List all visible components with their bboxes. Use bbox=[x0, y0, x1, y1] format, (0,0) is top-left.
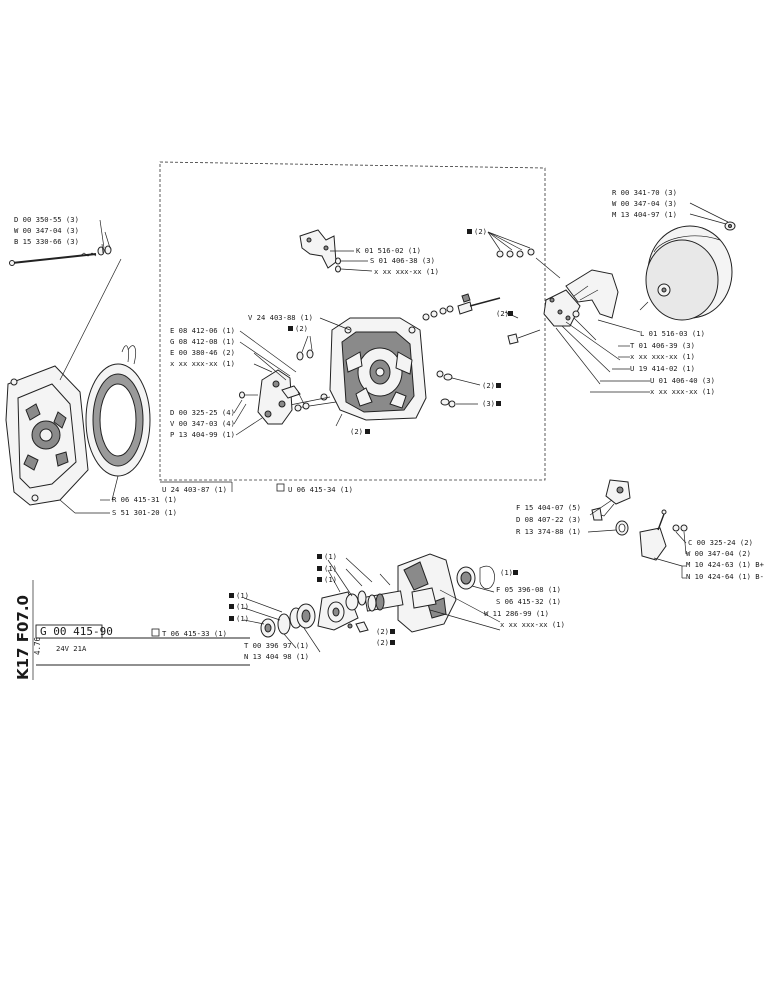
label-w00347-04-2: W 00 347-04 (2) bbox=[686, 549, 751, 558]
label-sq2-top: (2) bbox=[474, 227, 487, 236]
rotor bbox=[345, 553, 501, 633]
end-shield-left bbox=[5, 365, 89, 514]
label-xx-k: x xx xxx-xx (1) bbox=[374, 267, 439, 276]
label-sq2-mid: (2) bbox=[496, 309, 509, 318]
label-d00350: D 00 350-55 (3) bbox=[14, 215, 79, 224]
label-u19414: U 19 414-02 (1) bbox=[630, 364, 695, 373]
stator bbox=[59, 258, 151, 501]
label-f15404: F 15 404-07 (5) bbox=[516, 503, 581, 512]
label-v24403: V 24 403-88 (1) bbox=[248, 313, 313, 322]
label-sq3-right: (3) bbox=[482, 399, 495, 408]
terminal-plug bbox=[589, 479, 631, 536]
label-v00347: V 00 347-03 (4) bbox=[170, 419, 235, 428]
label-e08412: E 08 412-06 (1) bbox=[170, 326, 235, 335]
label-t00396: T 00 396 97 (1) bbox=[244, 641, 309, 650]
label-sq2-br2: (2) bbox=[376, 638, 389, 647]
label-sq2-right: (2) bbox=[482, 381, 495, 390]
label-d00325-4: D 00 325-25 (4) bbox=[170, 408, 235, 417]
label-xx-e: x xx xxx-xx (1) bbox=[170, 359, 235, 368]
label-xx-w: x xx xxx-xx (1) bbox=[500, 620, 565, 629]
square-marker-icon bbox=[365, 429, 370, 434]
label-sq2-br1: (2) bbox=[376, 627, 389, 636]
label-br3: (1) bbox=[236, 614, 249, 623]
title-block: K17 F07.0 G 00 415-90 T 06 415-33 (1) 4.… bbox=[14, 580, 250, 680]
group-ref: T 06 415-33 (1) bbox=[162, 629, 227, 638]
label-m10424: M 10 424-63 (1) B+ bbox=[686, 560, 765, 569]
label-b15330: B 15 330-66 (3) bbox=[14, 237, 79, 246]
label-w11286: W 11 286-99 (1) bbox=[484, 609, 549, 618]
square-marker-icon bbox=[288, 326, 293, 331]
label-r13374: R 13 374-88 (1) bbox=[516, 527, 581, 536]
label-k01516: K 01 516-02 (1) bbox=[356, 246, 421, 255]
small-washers-set bbox=[487, 231, 561, 279]
rectifier-plate bbox=[239, 369, 310, 425]
square-marker-icon bbox=[229, 616, 234, 621]
label-sq2-v: (2) bbox=[295, 324, 308, 333]
label-br2: (1) bbox=[236, 602, 249, 611]
square-marker-icon bbox=[317, 554, 322, 559]
label-p13404: P 13 404-99 (1) bbox=[170, 430, 235, 439]
square-marker-icon bbox=[317, 566, 322, 571]
regulator-screws bbox=[422, 293, 541, 345]
group-ref-box-icon bbox=[151, 628, 160, 637]
label-u01406: U 01 406-40 (3) bbox=[650, 376, 715, 385]
label-n10424: N 10 424-64 (1) B- bbox=[686, 572, 764, 581]
square-marker-icon bbox=[229, 604, 234, 609]
drive-bearing-stack bbox=[243, 559, 369, 653]
label-rot-ring: (1) bbox=[500, 568, 513, 577]
sheet-code-vertical: K17 F07.0 bbox=[14, 595, 32, 680]
frame-ref-box-icon bbox=[276, 483, 285, 492]
label-s06415: S 06 415-32 (1) bbox=[496, 597, 561, 606]
slip-ring-bearing bbox=[456, 565, 495, 593]
label-g08412: G 08 412-08 (1) bbox=[170, 337, 235, 346]
square-marker-icon bbox=[496, 383, 501, 388]
label-t01406: T 01 406-39 (3) bbox=[630, 341, 695, 350]
label-rot1: (1) bbox=[324, 552, 337, 561]
label-rot2: (1) bbox=[324, 564, 337, 573]
frame-ref-1: U 24 403-87 (1) bbox=[162, 485, 227, 494]
square-marker-icon bbox=[390, 629, 395, 634]
frame-ref-2: U 06 415-34 (1) bbox=[288, 485, 353, 494]
sheet-version: 4.76 bbox=[33, 636, 42, 655]
label-l01516: L 01 516-03 (1) bbox=[640, 329, 705, 338]
regulator-assembly bbox=[543, 269, 641, 385]
rear-cover bbox=[639, 202, 736, 321]
label-f05396: F 05 396-08 (1) bbox=[496, 585, 561, 594]
label-s51301: S 51 301-20 (1) bbox=[112, 508, 177, 517]
through-bolt bbox=[9, 219, 112, 266]
label-e00380: E 00 380-46 (2) bbox=[170, 348, 235, 357]
label-xx-t: x xx xxx-xx (1) bbox=[630, 352, 695, 361]
label-n13404: N 13 404 98 (1) bbox=[244, 652, 309, 661]
sheet-description: 24V 21A bbox=[56, 644, 87, 653]
square-marker-icon bbox=[508, 311, 513, 316]
square-marker-icon bbox=[229, 593, 234, 598]
label-r00341: R 00 341-70 (3) bbox=[612, 188, 677, 197]
label-c00325: C 00 325-24 (2) bbox=[688, 538, 753, 547]
brush-bracket bbox=[299, 229, 373, 273]
housing-fasteners bbox=[289, 335, 481, 427]
label-rot3: (1) bbox=[324, 575, 337, 584]
square-marker-icon bbox=[467, 229, 472, 234]
label-w00347-04-3: W 00 347-04 (3) bbox=[14, 226, 79, 235]
terminal-block bbox=[639, 509, 688, 567]
square-marker-icon bbox=[513, 570, 518, 575]
label-w00347-04-3b: W 00 347-04 (3) bbox=[612, 199, 677, 208]
group-number: G 00 415-90 bbox=[40, 625, 113, 638]
square-marker-icon bbox=[496, 401, 501, 406]
label-br1: (1) bbox=[236, 591, 249, 600]
square-marker-icon bbox=[317, 577, 322, 582]
label-sq2-bottom: (2) bbox=[350, 427, 363, 436]
label-xx-u: x xx xxx-xx (1) bbox=[650, 387, 715, 396]
alternator-housing bbox=[319, 317, 427, 421]
housing-group-frame bbox=[159, 161, 546, 492]
label-m13404: M 13 404-97 (1) bbox=[612, 210, 677, 219]
label-r06415: R 06 415-31 (1) bbox=[112, 495, 177, 504]
label-s01406: S 01 406-38 (3) bbox=[370, 256, 435, 265]
label-d08407: D 08 407-22 (3) bbox=[516, 515, 581, 524]
square-marker-icon bbox=[390, 640, 395, 645]
